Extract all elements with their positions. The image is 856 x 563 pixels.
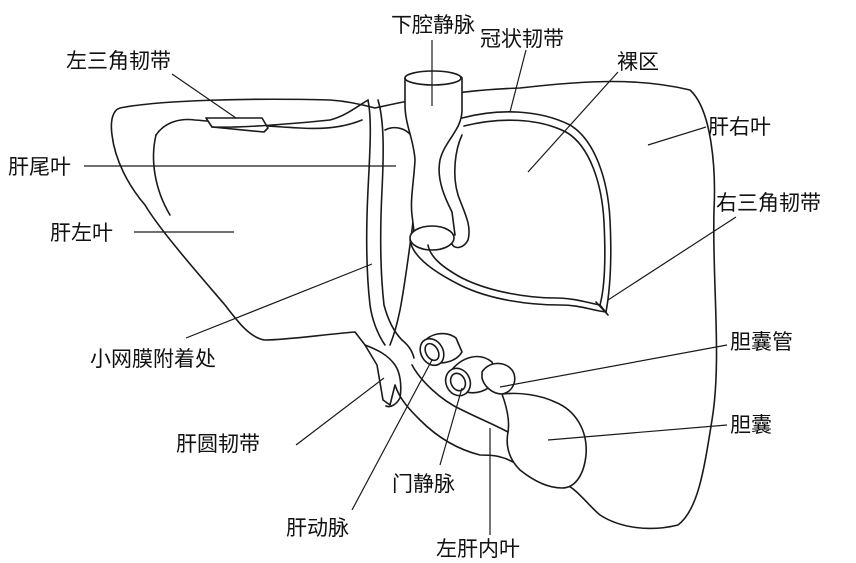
label-gallbladder: 胆囊 bbox=[730, 413, 772, 437]
quadrate-lobe-border bbox=[411, 364, 509, 433]
label-bare-area: 裸区 bbox=[617, 50, 659, 74]
leader-round-ligament bbox=[295, 377, 385, 446]
coronary-ligament-inner bbox=[427, 119, 606, 306]
label-caudate-lobe: 肝尾叶 bbox=[8, 155, 71, 179]
liver-outline bbox=[110, 80, 718, 530]
leader-hepatic-artery bbox=[351, 359, 433, 511]
label-left-triangular-ligament: 左三角韧带 bbox=[66, 49, 171, 73]
ivc-bottom-ellipse bbox=[409, 225, 455, 251]
leader-right-lobe bbox=[647, 126, 707, 146]
bare-area-shape bbox=[451, 134, 470, 249]
leader-right-triangular bbox=[607, 216, 737, 301]
label-quadrate-lobe: 左肝内叶 bbox=[436, 537, 520, 561]
label-hepatic-artery: 肝动脉 bbox=[286, 516, 349, 540]
label-round-ligament: 肝圆韧带 bbox=[176, 432, 260, 456]
leader-portal-vein bbox=[439, 387, 463, 466]
caudate-lobe-shape bbox=[384, 126, 417, 346]
left-triangular-ligament-band bbox=[211, 99, 369, 128]
fissure-left-line bbox=[365, 99, 386, 346]
ivc-top-ellipse bbox=[404, 70, 462, 86]
left-triangular-ligament-shape bbox=[205, 117, 269, 133]
inferior-vena-cava-shape bbox=[404, 72, 463, 241]
label-cystic-duct: 胆囊管 bbox=[730, 330, 793, 354]
leader-gallbladder bbox=[547, 424, 728, 441]
label-portal-vein: 门静脉 bbox=[392, 472, 455, 496]
fissure-right-line bbox=[377, 99, 403, 341]
leader-coronary bbox=[509, 49, 527, 113]
label-right-lobe: 肝右叶 bbox=[708, 115, 771, 139]
label-coronary-ligament: 冠状韧带 bbox=[480, 27, 564, 51]
right-triangular-ligament-tip bbox=[595, 301, 609, 316]
round-ligament-shape bbox=[364, 344, 402, 408]
left-lobe-left-edge bbox=[152, 134, 171, 216]
label-inferior-vena-cava: 下腔静脉 bbox=[391, 13, 475, 37]
leader-left-triangular bbox=[171, 73, 237, 119]
round-ligament-inner bbox=[401, 339, 415, 359]
label-right-triangular-ligament: 右三角韧带 bbox=[716, 191, 821, 215]
gallbladder-shape bbox=[501, 392, 587, 489]
hepatic-artery-lumen bbox=[424, 342, 440, 362]
leader-lesser-omentum bbox=[185, 263, 373, 339]
leader-cystic-duct bbox=[499, 344, 728, 388]
leader-bare-area bbox=[527, 71, 619, 173]
label-left-lobe: 肝左叶 bbox=[50, 221, 113, 245]
label-lesser-omentum-attachment: 小网膜附着处 bbox=[90, 347, 216, 371]
